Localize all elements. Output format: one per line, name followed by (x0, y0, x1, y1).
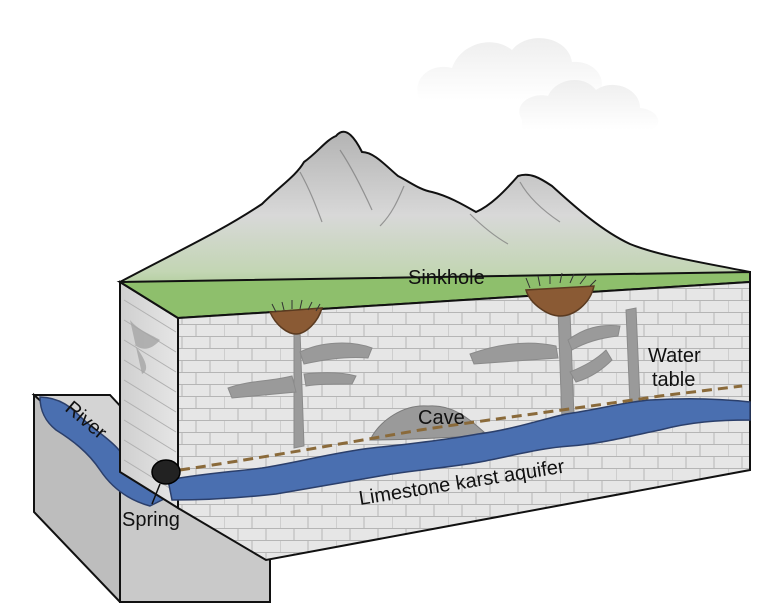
label-sinkhole: Sinkhole (408, 267, 485, 289)
label-cave: Cave (418, 407, 465, 429)
label-spring: Spring (122, 509, 180, 531)
label-water-table-line1: Water (648, 345, 701, 367)
sinkhole-right (525, 272, 597, 317)
cave (369, 405, 485, 441)
cloud-icon (417, 38, 659, 130)
aquifer-water (167, 397, 751, 501)
spring-outlet (151, 459, 181, 505)
sinkhole-left (268, 299, 324, 335)
mountain (117, 130, 751, 320)
cave-conduits (227, 307, 641, 449)
label-water-table-line2: table (652, 369, 695, 391)
water-table-line (179, 384, 743, 472)
